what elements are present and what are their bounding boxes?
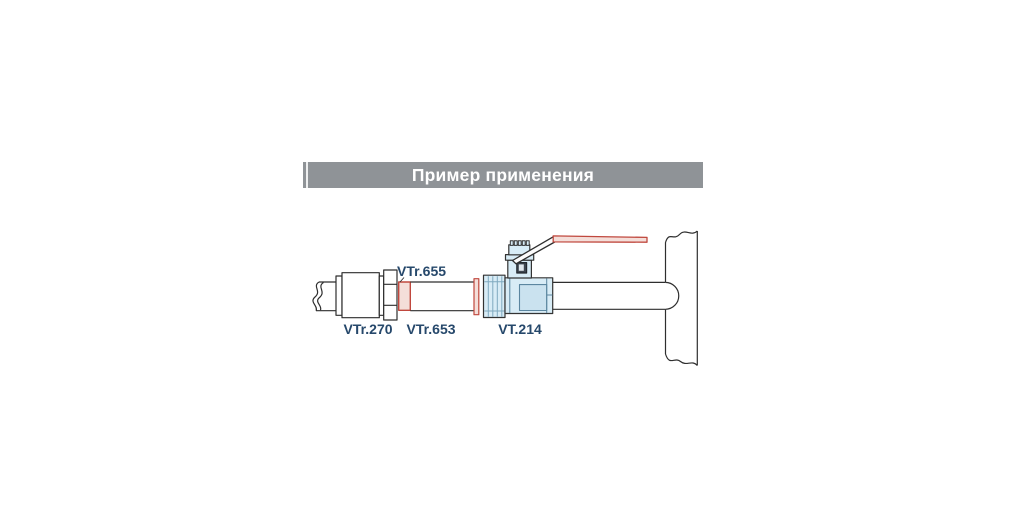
pipe-break-icon — [312, 281, 320, 311]
valve-union-nut — [482, 274, 506, 319]
label-vtr653: VTr.653 — [406, 321, 456, 337]
label-vt214: VT.214 — [498, 321, 542, 337]
header-bar-notch — [306, 162, 308, 188]
section-title: Пример применения — [411, 164, 595, 185]
adapter-washer — [473, 278, 480, 316]
coupling-vtr270 — [335, 269, 398, 321]
riser-pipe — [664, 230, 698, 366]
label-vtr655: VTr.655 — [397, 263, 447, 279]
adapter-stub-vtr655 — [398, 281, 412, 311]
pipe-outlet — [552, 281, 666, 310]
pipe-end-cap — [665, 281, 680, 310]
label-leader-line — [399, 277, 405, 283]
valve-handle — [511, 235, 648, 265]
section-header-bar: Пример применения — [303, 162, 703, 188]
pipe-break-icon — [664, 230, 698, 243]
label-vtr270: VTr.270 — [343, 321, 393, 337]
pipe-left — [312, 281, 337, 312]
handle-grip — [552, 235, 648, 243]
pipe-break-icon — [317, 281, 324, 311]
pipe-vtr653 — [410, 281, 474, 312]
pipe-break-icon — [664, 353, 698, 366]
ball-valve-vt214 — [504, 277, 554, 315]
